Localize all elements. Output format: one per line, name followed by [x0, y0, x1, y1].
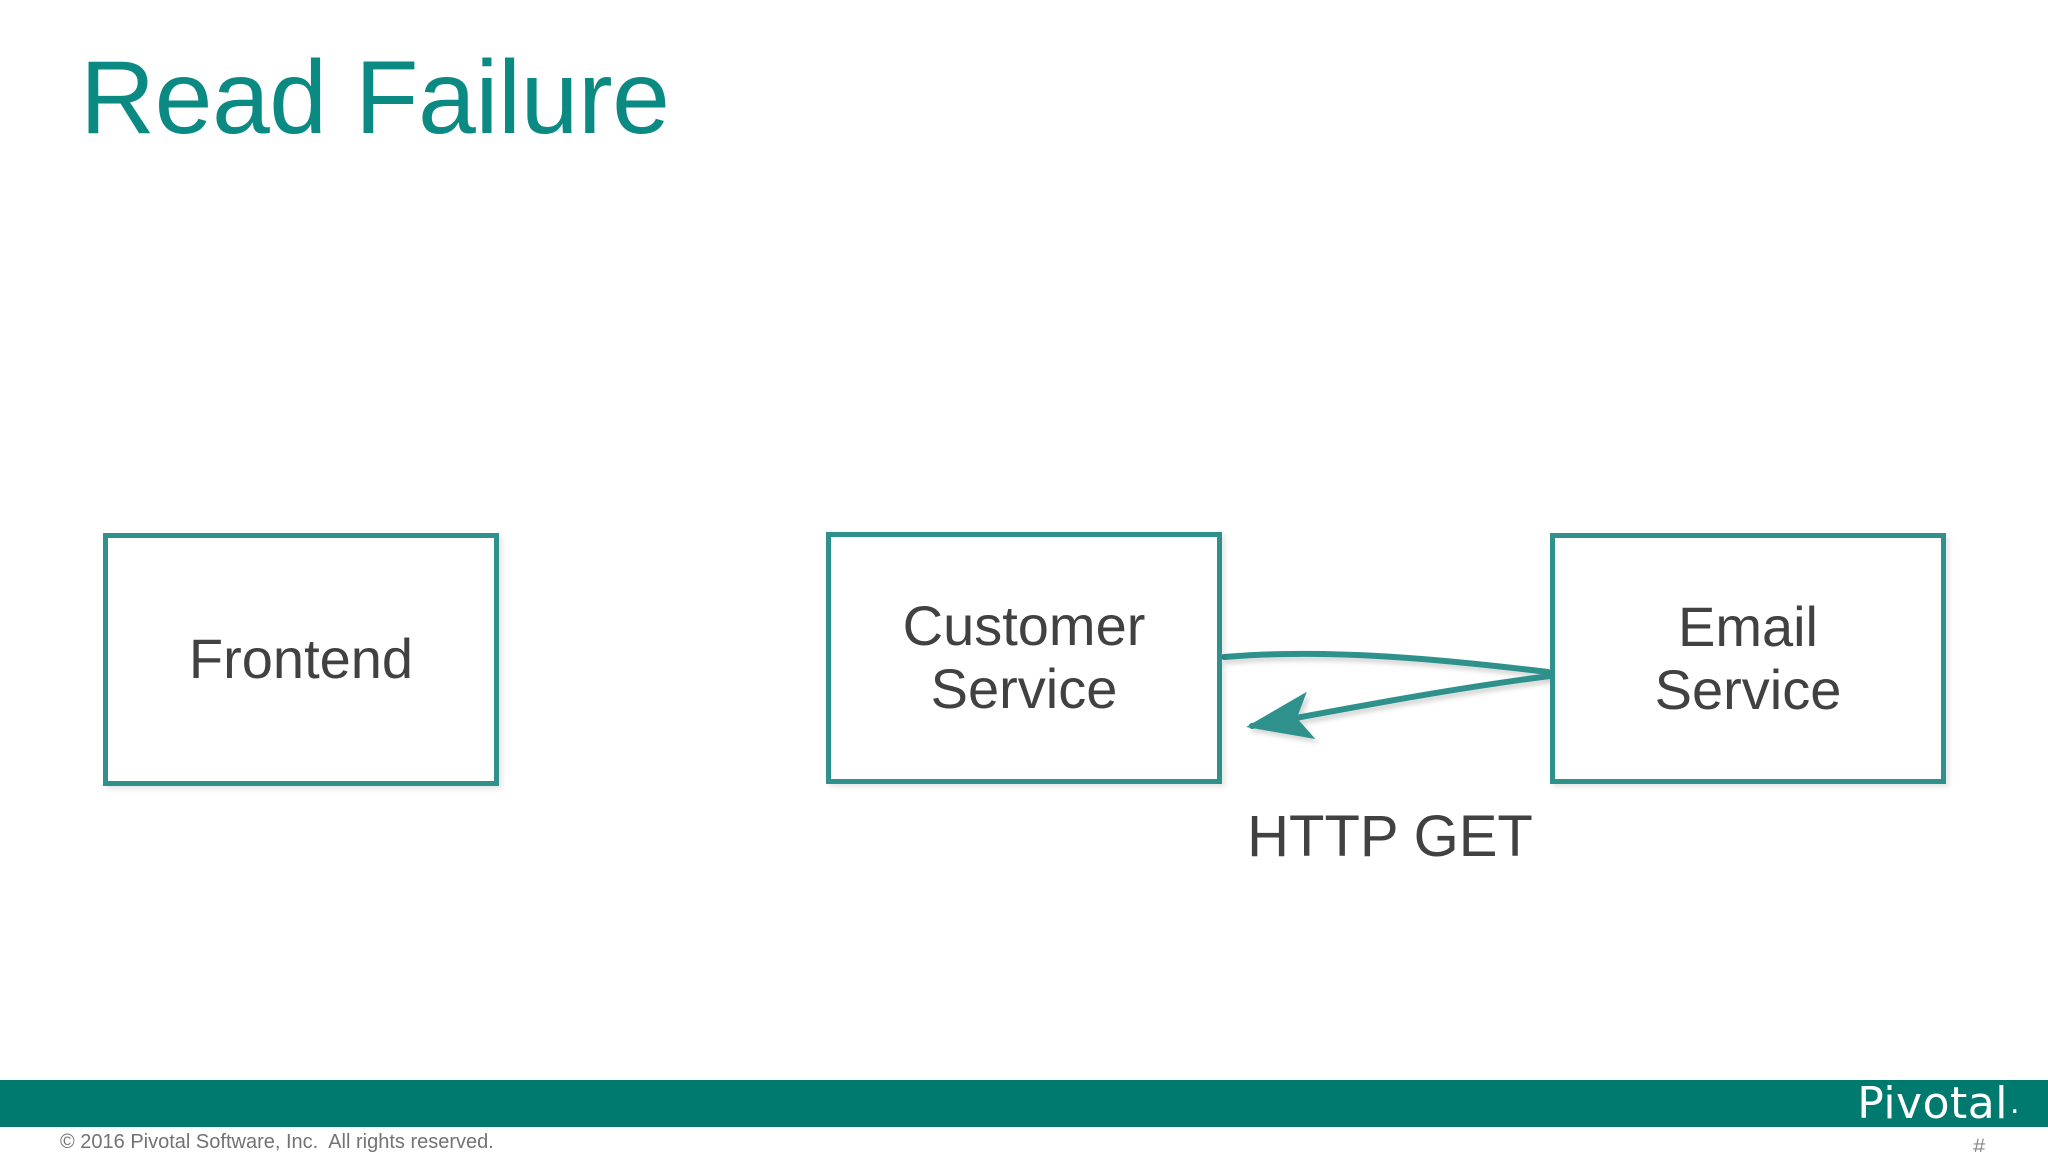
edge-email-service-to-customer-service	[1246, 673, 1553, 740]
footer-bar	[0, 1080, 2048, 1127]
edge-customer-service-to-email-service	[1221, 650, 1551, 675]
node-customer-service-label: Customer Service	[902, 594, 1146, 720]
footer-page-number: #	[1973, 1134, 1986, 1152]
pivotal-logo-dot: .	[2009, 1086, 2020, 1121]
node-email-service-label: Email Service	[1654, 594, 1842, 721]
node-frontend-label: Frontend	[188, 627, 414, 691]
footer-copyright: © 2016 Pivotal Software, Inc. All rights…	[60, 1131, 494, 1152]
node-customer-service[interactable]: Customer Service	[826, 532, 1222, 784]
page-title: Read Failure	[80, 40, 670, 156]
edge-label-http-get: HTTP GET	[1247, 804, 1533, 869]
node-frontend[interactable]: Frontend	[103, 533, 499, 786]
pivotal-logo: Pivotal .	[1857, 1078, 2020, 1129]
pivotal-logo-text: Pivotal	[1857, 1078, 2008, 1129]
node-email-service[interactable]: Email Service	[1550, 533, 1946, 784]
